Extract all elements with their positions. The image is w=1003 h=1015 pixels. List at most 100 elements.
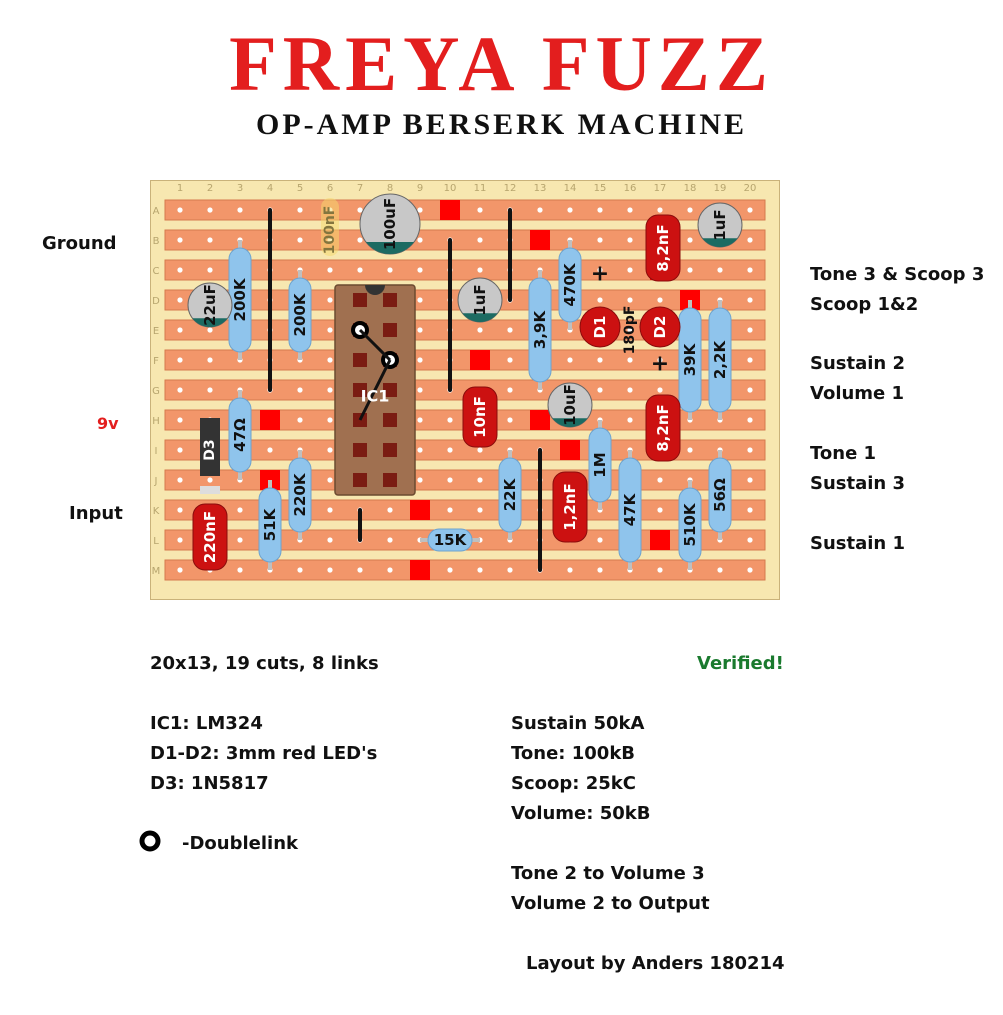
strip-cut <box>260 410 280 430</box>
row-label: B <box>153 236 160 247</box>
hole <box>597 207 603 213</box>
hole <box>477 237 483 243</box>
resistor-39k <box>678 307 702 413</box>
resistor-470k-label: 470K <box>561 262 579 306</box>
resistor-47k-label: 47K <box>621 492 639 526</box>
column-label: 20 <box>744 183 757 194</box>
led-d2-label: D2 <box>651 316 669 339</box>
hole <box>297 417 303 423</box>
hole <box>417 327 423 333</box>
hole <box>387 507 393 513</box>
plus-mark-b: + <box>651 352 669 377</box>
led-d2 <box>639 306 681 348</box>
resistor-15k <box>427 528 473 552</box>
ecap-22uf-stripe <box>192 318 228 327</box>
hole <box>357 237 363 243</box>
hole <box>237 207 243 213</box>
diode-d3-label: D3 <box>202 439 218 460</box>
note-stats: 20x13, 19 cuts, 8 links <box>150 653 379 674</box>
page-title: FREYA FUZZ <box>229 20 774 107</box>
row-label: E <box>153 326 159 337</box>
hole <box>507 357 513 363</box>
hole <box>567 357 573 363</box>
hole <box>747 237 753 243</box>
note-doublelink: -Doublelink <box>182 833 298 854</box>
hole <box>597 387 603 393</box>
hole <box>447 477 453 483</box>
hole <box>207 237 213 243</box>
strip-B <box>164 229 766 251</box>
hole <box>177 207 183 213</box>
column-label: 3 <box>237 183 243 194</box>
hole <box>597 297 603 303</box>
hole <box>477 207 483 213</box>
hole <box>747 537 753 543</box>
hole <box>447 567 453 573</box>
row-label: F <box>153 356 159 367</box>
column-label: 6 <box>327 183 333 194</box>
hole <box>177 357 183 363</box>
hole <box>597 357 603 363</box>
cap-8n2-a <box>645 214 681 282</box>
resistor-200k-b-label: 200K <box>291 292 309 336</box>
hole <box>747 507 753 513</box>
strip-cut <box>650 530 670 550</box>
note-credit: Layout by Anders 180214 <box>526 953 785 974</box>
row-label: J <box>154 476 158 487</box>
hole <box>477 507 483 513</box>
resistor-39k-label: 39K <box>681 342 699 376</box>
hole <box>627 207 633 213</box>
resistor-200k-b <box>288 277 312 353</box>
row-label: D <box>152 296 160 307</box>
column-label: 7 <box>357 183 363 194</box>
hole <box>237 537 243 543</box>
strip-cut <box>410 560 430 580</box>
strip-K <box>164 499 766 521</box>
note-tone: Tone: 100kB <box>511 743 636 764</box>
ecap-1uf-a-stripe <box>462 313 498 323</box>
strip-A <box>164 199 766 221</box>
hole <box>687 447 693 453</box>
ecap-1uf-a-label: 1uF <box>471 284 489 315</box>
ic1-pin <box>353 443 367 457</box>
column-label: 19 <box>714 183 727 194</box>
hole <box>597 237 603 243</box>
resistor-51k-label: 51K <box>261 507 279 541</box>
label-input: Input <box>69 503 123 524</box>
hole <box>327 537 333 543</box>
strip-cut <box>410 500 430 520</box>
hole <box>687 237 693 243</box>
hole <box>417 447 423 453</box>
ic1-pin <box>383 413 397 427</box>
column-label: 11 <box>474 183 487 194</box>
note-d3: D3: 1N5817 <box>150 773 269 794</box>
note-volume2: Volume 2 to Output <box>511 893 710 914</box>
doublelink-icon <box>139 830 161 852</box>
hole <box>327 267 333 273</box>
plus-mark-a: + <box>591 262 609 287</box>
ic1-pin <box>383 473 397 487</box>
row-label: L <box>153 536 159 547</box>
hole <box>657 297 663 303</box>
hole <box>387 267 393 273</box>
hole <box>177 267 183 273</box>
ic1-pin <box>383 323 397 337</box>
cap-10nf-label: 10nF <box>471 396 489 438</box>
column-label: 4 <box>267 183 273 194</box>
hole <box>327 417 333 423</box>
hole <box>177 387 183 393</box>
hole <box>327 297 333 303</box>
hole <box>747 387 753 393</box>
ecap-1uf-b-label: 1uF <box>711 209 729 240</box>
label-sustain2: Sustain 2 <box>810 353 906 374</box>
hole <box>657 477 663 483</box>
hole <box>747 567 753 573</box>
ecap-22uf-label: 22uF <box>201 284 219 326</box>
row-label: G <box>152 386 160 397</box>
hole <box>327 507 333 513</box>
hole <box>327 327 333 333</box>
resistor-220k-label: 220K <box>291 472 309 516</box>
resistor-2k2 <box>708 307 732 413</box>
